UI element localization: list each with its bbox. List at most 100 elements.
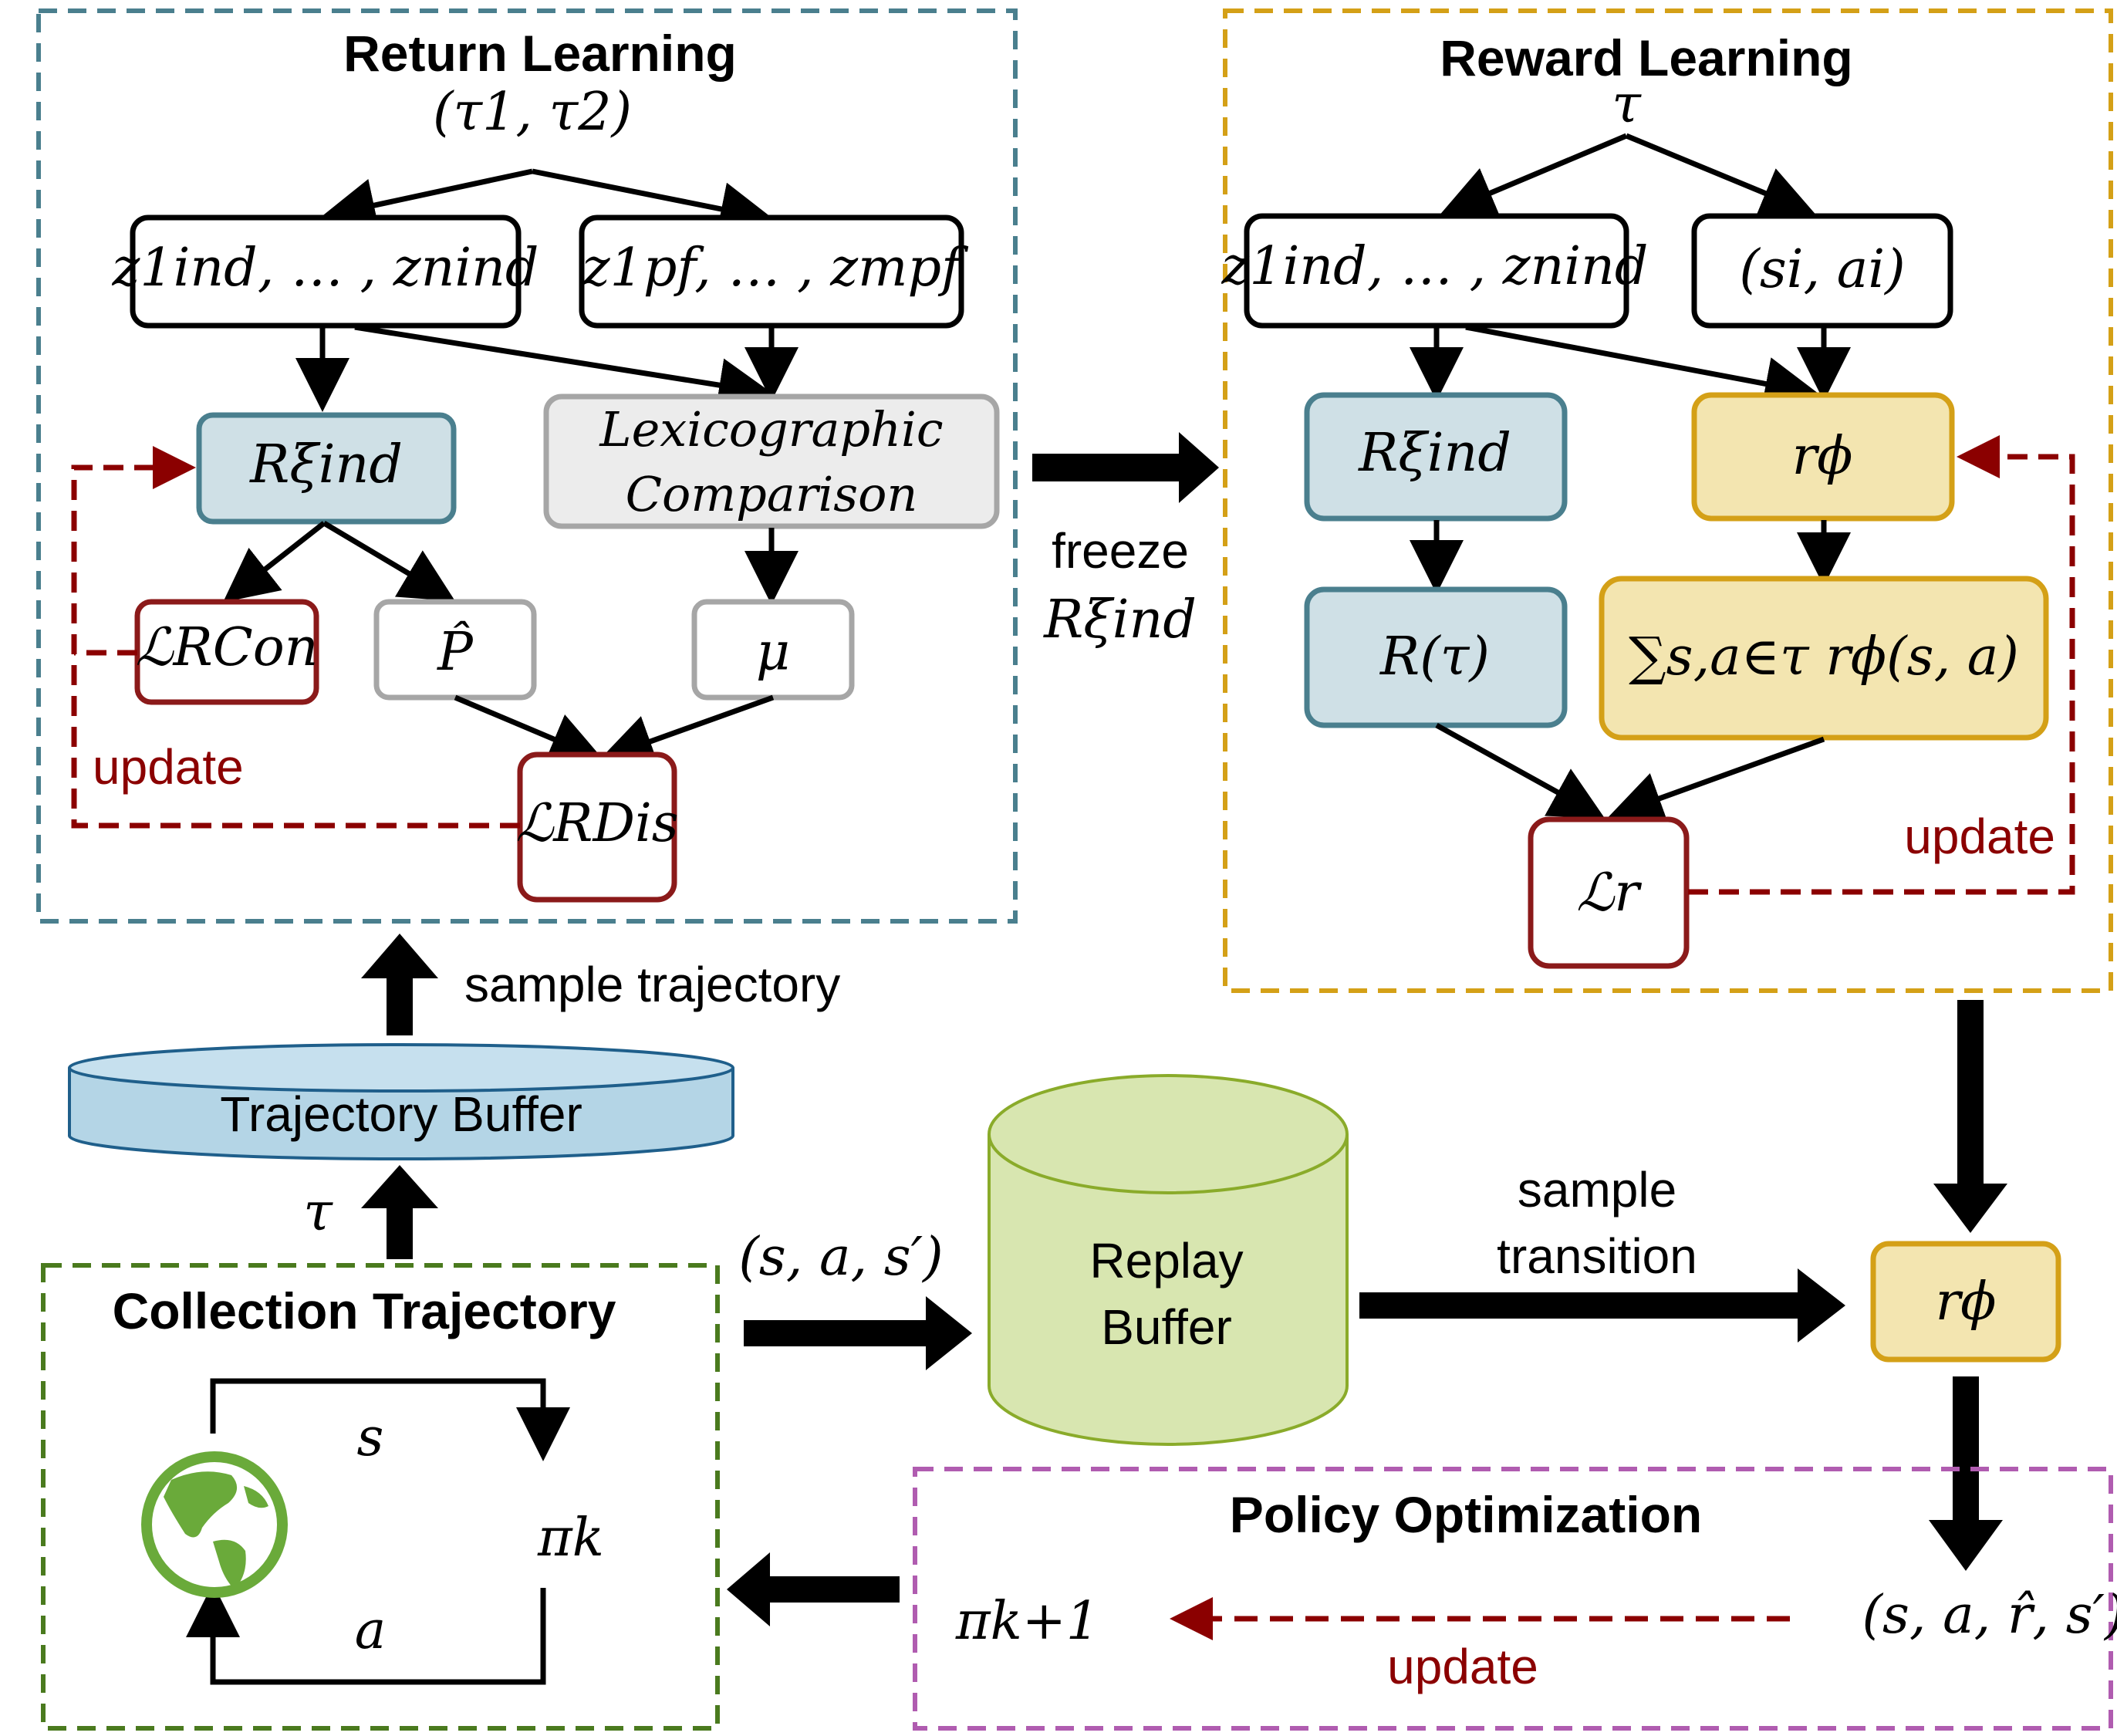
reward-down-arrowhead (1933, 1184, 2007, 1233)
collection-trajectory-panel: Collection Trajectory s a πk (41, 1263, 720, 1731)
r-phi-right-label: rϕ (1936, 1272, 1997, 1332)
policy-left-arrowhead (727, 1552, 770, 1626)
collection-frame (41, 1263, 720, 1731)
state-action-label: (si, ai) (1739, 239, 1905, 300)
policy-to-collection-connector (727, 1552, 900, 1626)
update-loop-reward (1688, 435, 2075, 895)
action-label: a (355, 1600, 387, 1661)
return-tau-box (1304, 586, 1568, 728)
reward-learning-frame (1223, 8, 2113, 993)
r-phi-right-box (1870, 1241, 2061, 1363)
r-xi-label: Rξind (248, 434, 403, 495)
lexicographic-line2: Comparison (626, 466, 918, 522)
return-learning-title: Return Learning (343, 25, 737, 82)
transition-connector: (s, a, s′) (738, 1227, 972, 1370)
policy-tuple: (s, a, r̂, s′) (1862, 1585, 2117, 1646)
rphi-to-tuple-connector (1929, 1376, 2003, 1571)
sample-transition-arrowhead (1798, 1268, 1845, 1343)
loss-r-label: ℒr (1576, 863, 1642, 924)
reward-r-xi-box (1304, 392, 1568, 522)
reward-learning-title: Reward Learning (1440, 29, 1852, 86)
globe-icon (141, 1451, 288, 1598)
z-ind-box (130, 214, 522, 329)
fork-line-left (321, 168, 533, 232)
reward-z-ind-box (1244, 213, 1629, 329)
tau-connector: τ (303, 1165, 438, 1259)
z-pf-box (579, 214, 964, 329)
reward-update-label: update (1904, 809, 2055, 864)
lexicographic-line1: Lexicographic (599, 401, 943, 458)
transition-arrowhead (926, 1296, 972, 1370)
replay-buffer-line1: Replay (1089, 1233, 1243, 1288)
return-to-loss-r-arrow (1435, 722, 1605, 819)
sample-transition-line1: sample (1518, 1162, 1676, 1218)
return-learning-panel: Return Learning (τ1, τ2) z1ind, … , znin… (36, 8, 1018, 924)
rxi-to-loss-con-arrow (222, 521, 326, 603)
sample-transition-line2: transition (1497, 1228, 1697, 1284)
state-label: s (357, 1407, 384, 1468)
reward-learning-input: τ (1612, 74, 1642, 135)
replay-buffer-line2: Buffer (1101, 1299, 1232, 1355)
mu-label: μ (756, 622, 790, 683)
transition-label: (s, a, s′) (738, 1227, 943, 1288)
policy-title: Policy Optimization (1230, 1486, 1702, 1543)
p-hat-to-loss-dis-arrow (454, 694, 604, 765)
tau-label: τ (303, 1182, 333, 1243)
policy-pi-next: πk+1 (955, 1591, 1099, 1652)
trajectory-buffer-label: Trajectory Buffer (220, 1086, 582, 1142)
rphi-down-arrowhead (1929, 1520, 2003, 1571)
policy-pi-k: πk (537, 1508, 604, 1569)
r-phi-box (1691, 392, 1955, 522)
mu-to-loss-dis-arrow (599, 694, 775, 768)
loss-con-label: ℒRCon (136, 617, 319, 678)
z-ind-label: z1ind, … , znind (112, 238, 539, 299)
r-phi-label: rϕ (1792, 426, 1853, 487)
return-learning-input: (τ1, τ2) (433, 82, 632, 143)
reward-fork-left (1440, 133, 1628, 218)
lexicographic-comparison-box (543, 393, 1000, 529)
reward-r-xi-label: Rξind (1357, 423, 1511, 484)
state-action-box (1691, 213, 1953, 329)
freeze-arrowhead (1179, 432, 1219, 503)
sample-trajectory-connector: sample trajectory (361, 934, 840, 1035)
trajectory-buffer-top (68, 1043, 734, 1093)
sum-reward-label: ∑s,a∈τ rϕ(s, a) (1629, 627, 2019, 687)
return-learning-frame (36, 8, 1018, 924)
reward-zind-to-rphi-arrow (1465, 324, 1819, 410)
loss-dis-label: ℒRDis (515, 793, 678, 854)
sample-trajectory-arrowhead (361, 934, 438, 978)
update-loop-return (71, 446, 520, 829)
return-tau-label: R(τ) (1379, 627, 1490, 687)
freeze-label: freeze (1052, 523, 1189, 579)
rxi-to-p-hat-arrow (322, 520, 456, 602)
sample-transition-connector: sample transition (1359, 1162, 1845, 1343)
return-update-label: update (93, 739, 244, 795)
replay-buffer-body (988, 1134, 1349, 1446)
z-pf-label: z1pf, … , zmpf (582, 238, 969, 299)
policy-optimization-panel: Policy Optimization πk+1 (s, a, r̂, s′) … (913, 1467, 2117, 1731)
fork-line-right (532, 168, 775, 236)
policy-frame (913, 1467, 2113, 1731)
reward-z-ind-label: z1ind, … , znind (1221, 236, 1649, 297)
tau-arrowhead (361, 1165, 438, 1208)
freeze-target: Rξind (1042, 589, 1197, 650)
trajectory-buffer-body (68, 1068, 734, 1160)
loss-r-box (1528, 816, 1690, 969)
policy-update-label: update (1387, 1639, 1538, 1694)
reward-fork-right (1625, 133, 1815, 218)
replay-buffer: Replay Buffer (988, 1074, 1349, 1446)
sum-reward-box (1599, 576, 2049, 741)
r-phi-right: rϕ (1870, 1241, 2061, 1363)
action-loop-arrow (186, 1583, 546, 1685)
trajectory-buffer: Trajectory Buffer (68, 1043, 734, 1160)
sample-trajectory-label: sample trajectory (464, 957, 840, 1012)
freeze-connector: freeze Rξind (1032, 432, 1219, 650)
reward-learning-panel: Reward Learning τ z1ind, … , znind (si, … (1221, 8, 2113, 993)
p-hat-label: P̂ (436, 621, 474, 683)
replay-buffer-top (988, 1074, 1349, 1194)
sum-to-loss-r-arrow (1608, 736, 1825, 824)
collection-title: Collection Trajectory (113, 1282, 616, 1339)
zind-to-lexi-arrow (354, 324, 773, 412)
state-loop-arrow (210, 1378, 570, 1461)
